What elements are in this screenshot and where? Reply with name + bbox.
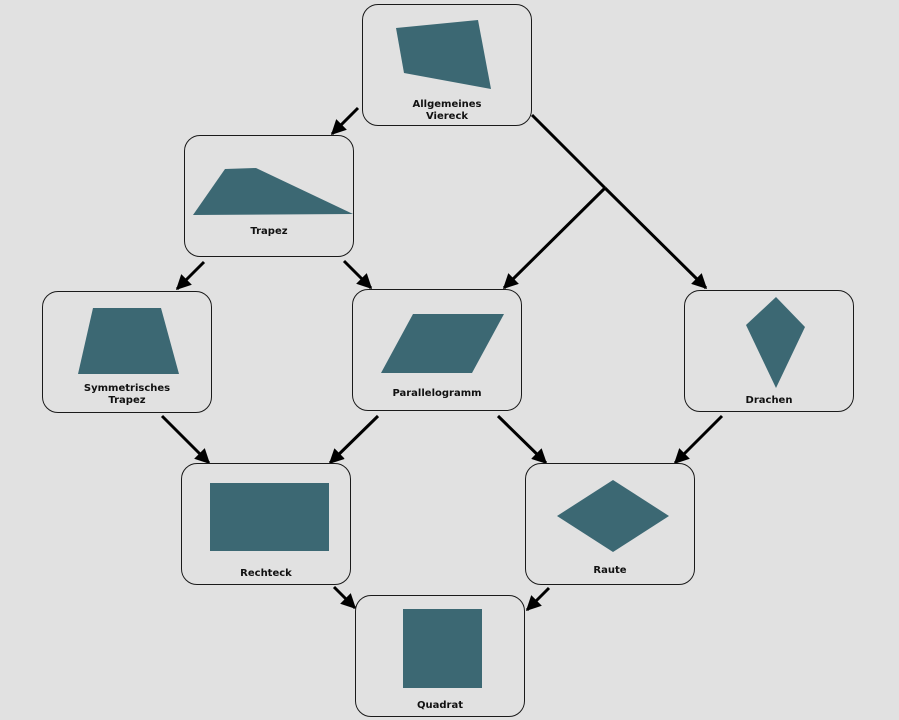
kite-shape: [746, 297, 805, 388]
node-allgemeines-viereck: Allgemeines Viereck: [362, 4, 532, 126]
edge-viereck-trapez: [330, 106, 360, 136]
node-label: Rechteck: [240, 568, 292, 579]
edge-parallelogramm-rechteck: [328, 414, 380, 465]
edge-trapez-parallelogramm: [342, 259, 373, 290]
node-quadrat: Quadrat: [355, 595, 525, 717]
node-label: Drachen: [745, 395, 793, 406]
node-drachen: Drachen: [684, 290, 854, 412]
rhombus-shape: [557, 480, 669, 552]
isosceles-trapezoid-shape: [78, 308, 179, 374]
node-symmetrisches-trapez: Symmetrisches Trapez: [42, 291, 212, 413]
parallelogram-shape: [381, 314, 504, 373]
node-label: Raute: [593, 565, 627, 576]
edge-trapez-symmetrisches-trapez: [175, 260, 206, 291]
node-label: Symmetrisches Trapez: [83, 383, 171, 406]
edge-drachen-raute: [673, 414, 724, 465]
edge-viereck-junction: [530, 113, 607, 190]
node-trapez: Trapez: [184, 135, 354, 257]
square-shape: [403, 609, 482, 688]
edge-parallelogramm-raute: [496, 414, 548, 465]
edge-junction-drachen: [603, 186, 708, 290]
edge-raute-quadrat: [525, 586, 551, 612]
node-label: Parallelogramm: [392, 388, 482, 399]
edge-rechteck-quadrat: [332, 585, 357, 610]
node-parallelogramm: Parallelogramm: [352, 289, 522, 411]
node-rechteck: Rechteck: [181, 463, 351, 585]
trapezoid-shape: [193, 168, 353, 215]
edge-symmetrisches-trapez-rechteck: [160, 414, 211, 465]
edge-junction-parallelogramm: [502, 186, 607, 290]
general-quadrilateral-shape: [396, 20, 491, 89]
rectangle-shape: [210, 483, 329, 551]
node-label: Quadrat: [417, 700, 463, 711]
node-label: Trapez: [250, 226, 288, 237]
node-label: Allgemeines Viereck: [412, 99, 482, 122]
node-raute: Raute: [525, 463, 695, 585]
